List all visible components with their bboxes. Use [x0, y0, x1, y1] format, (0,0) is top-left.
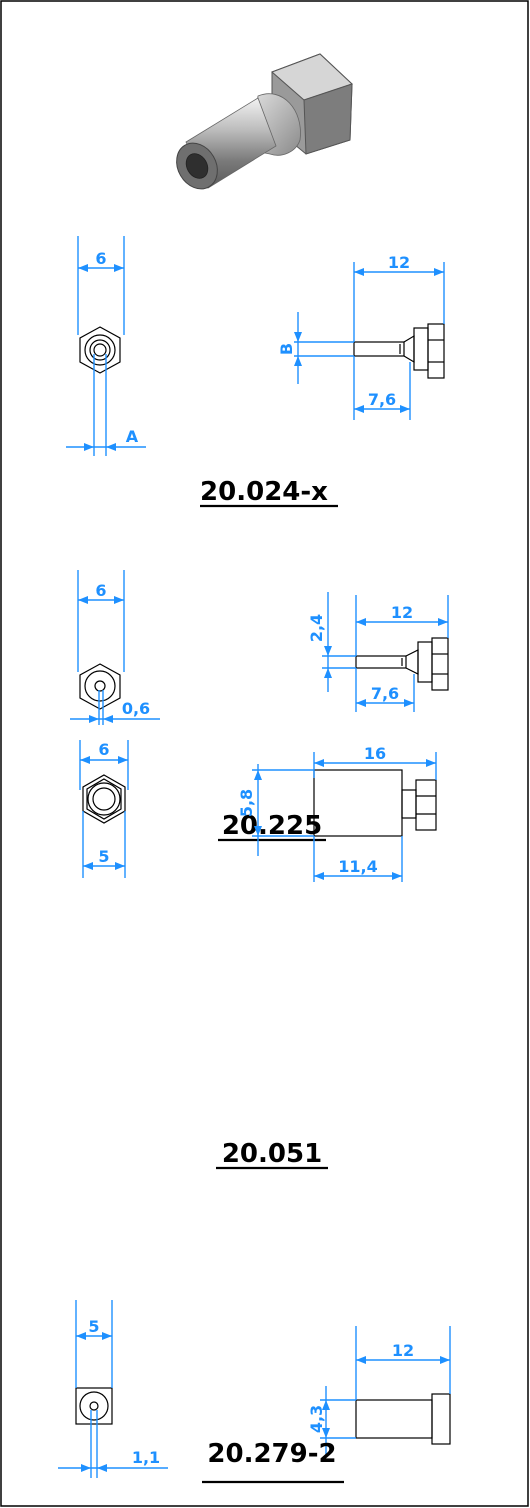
nozzle-body — [313, 769, 403, 837]
nozzle-hex — [415, 779, 437, 831]
stem-dimension-label: 7,6 — [368, 390, 396, 409]
nozzle-stem — [355, 655, 407, 669]
length-dimension-label: 16 — [364, 744, 386, 763]
bore-dimension-label: 0,6 — [122, 699, 150, 718]
bore-circle — [89, 1401, 99, 1411]
width-dimension-label: 5 — [88, 1317, 99, 1336]
stem-dimension-label: 7,6 — [371, 684, 399, 703]
width-dimension-label: 6 — [95, 249, 106, 268]
bore-circle — [94, 680, 106, 692]
nozzle-neck — [401, 789, 417, 819]
outer-circle — [79, 1391, 109, 1421]
tip-dimension-label: 5,8 — [237, 789, 256, 817]
section-20-051: 6 5 16 5,8 — [79, 740, 437, 1170]
square-outline — [75, 1387, 113, 1425]
width-dimension-label: 6 — [95, 581, 106, 600]
section-20-024-x: 6 A 12 — [66, 236, 445, 508]
length-dimension-label: 12 — [388, 253, 410, 272]
nozzle-hex — [413, 327, 429, 371]
nozzle-body — [355, 1399, 433, 1439]
bore-circle — [93, 343, 107, 357]
part-number: 20.279-2 — [207, 1439, 336, 1469]
outer-circle — [84, 334, 116, 366]
length-dimension-label: 12 — [391, 603, 413, 622]
tip-dimension-label: 4,3 — [307, 1405, 326, 1433]
side-view: 16 5,8 11,4 — [237, 744, 437, 882]
section-20-279-2: 5 1,1 12 4,3 20.279-2 — [58, 1300, 451, 1484]
front-view: 6 0,6 — [70, 570, 160, 725]
outer-circle — [84, 670, 116, 702]
hex-outline — [79, 663, 121, 710]
nozzle-stem — [353, 341, 405, 357]
length-dimension-label: 12 — [392, 1341, 414, 1360]
nozzle-3d-render-icon — [176, 53, 353, 190]
bore-dimension-label: 1,1 — [132, 1448, 160, 1467]
tip-dimension-label: B — [277, 343, 296, 355]
part-number: 20.024-x — [200, 477, 328, 507]
bore-circle — [92, 787, 116, 811]
front-view: 6 5 — [79, 740, 129, 878]
mid-circle — [89, 339, 111, 361]
part-number: 20.051 — [222, 1139, 322, 1169]
nozzle-taper — [403, 334, 415, 364]
side-view: 12 B 7,6 — [277, 253, 445, 420]
side-view: 12 4,3 — [307, 1326, 451, 1456]
nozzle-hex — [417, 641, 433, 683]
front-view: 5 1,1 — [58, 1300, 168, 1478]
outer-circle — [87, 782, 121, 816]
hex-outline — [82, 774, 126, 824]
section-20-225: 6 0,6 12 2,4 — [70, 570, 449, 842]
width-dimension-label: 6 — [98, 740, 109, 759]
nozzle-hex — [431, 1393, 451, 1445]
front-view: 6 A — [66, 236, 146, 456]
stem-dimension-label: 11,4 — [338, 857, 377, 876]
nozzle-taper — [405, 649, 419, 675]
bore-dimension-label: A — [126, 427, 139, 446]
side-view: 12 2,4 7,6 — [307, 592, 449, 712]
flat-dimension-label: 5 — [98, 847, 109, 866]
hex-outline — [79, 326, 121, 374]
tip-dimension-label: 2,4 — [307, 614, 326, 642]
